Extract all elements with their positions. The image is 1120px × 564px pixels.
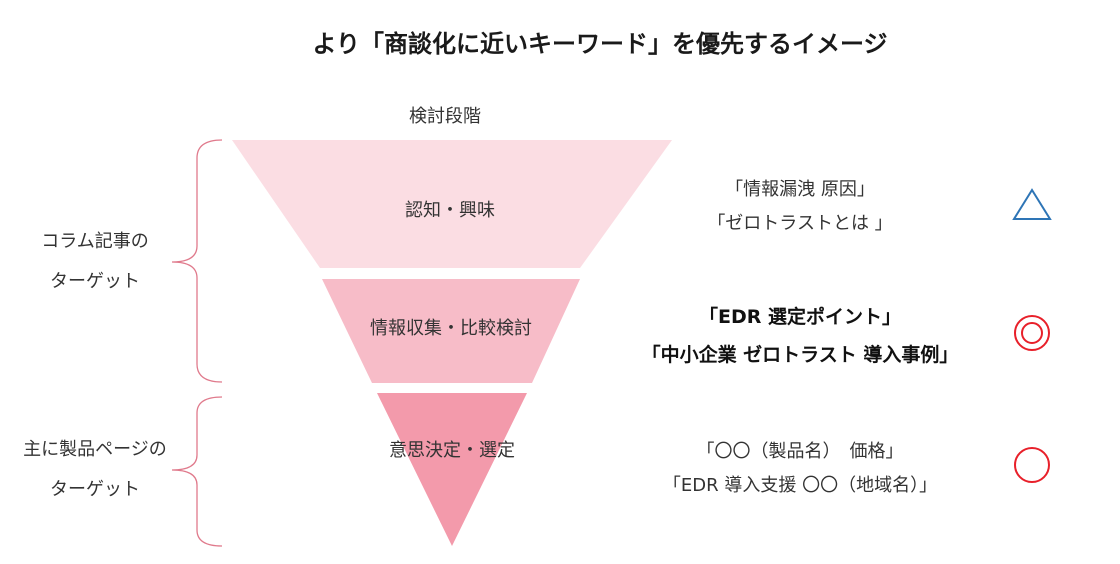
circle-rating-icon	[1014, 447, 1050, 483]
keyword-line: 「EDR 選定ポイント」	[699, 306, 901, 328]
brace-column-articles	[171, 139, 223, 383]
funnel-header: 検討段階	[409, 106, 481, 127]
keyword-group-awareness: 「情報漏洩 原因」 「ゼロトラストとは 」	[640, 173, 960, 241]
stage-label-awareness: 認知・興味	[405, 200, 495, 221]
double-circle-rating-icon	[1014, 315, 1050, 351]
triangle-rating-icon	[1012, 188, 1052, 220]
keyword-line: 「EDR 導入支援 〇〇（地域名）」	[662, 475, 938, 496]
side-label-product-pages: 主に製品ページの ターゲット	[0, 430, 190, 510]
keyword-line: 「〇〇（製品名） 価格」	[696, 441, 904, 462]
side-label-column-articles: コラム記事の ターゲット	[10, 222, 180, 302]
keyword-group-decision: 「〇〇（製品名） 価格」 「EDR 導入支援 〇〇（地域名）」	[620, 435, 980, 503]
funnel-stage-awareness	[232, 140, 672, 268]
double-circle-rating-inner	[1021, 322, 1043, 344]
brace-product-pages	[171, 396, 223, 547]
keyword-line: 「情報漏洩 原因」	[725, 179, 875, 200]
keyword-line: 「ゼロトラストとは 」	[707, 213, 893, 234]
funnel-stage-decision	[377, 393, 527, 546]
side-label-line: コラム記事の	[41, 231, 149, 252]
side-label-line: ターゲット	[50, 271, 140, 292]
side-label-line: ターゲット	[50, 479, 140, 500]
funnel-stage-comparison	[322, 279, 580, 383]
page-title: より「商談化に近いキーワード」を優先するイメージ	[312, 30, 888, 58]
stage-label-comparison: 情報収集・比較検討	[370, 318, 532, 339]
side-label-line: 主に製品ページの	[23, 439, 167, 460]
stage-label-decision: 意思決定・選定	[389, 440, 515, 461]
keyword-line: 「中小企業 ゼロトラスト 導入事例」	[641, 344, 959, 366]
keyword-group-comparison: 「EDR 選定ポイント」 「中小企業 ゼロトラスト 導入事例」	[610, 298, 990, 374]
